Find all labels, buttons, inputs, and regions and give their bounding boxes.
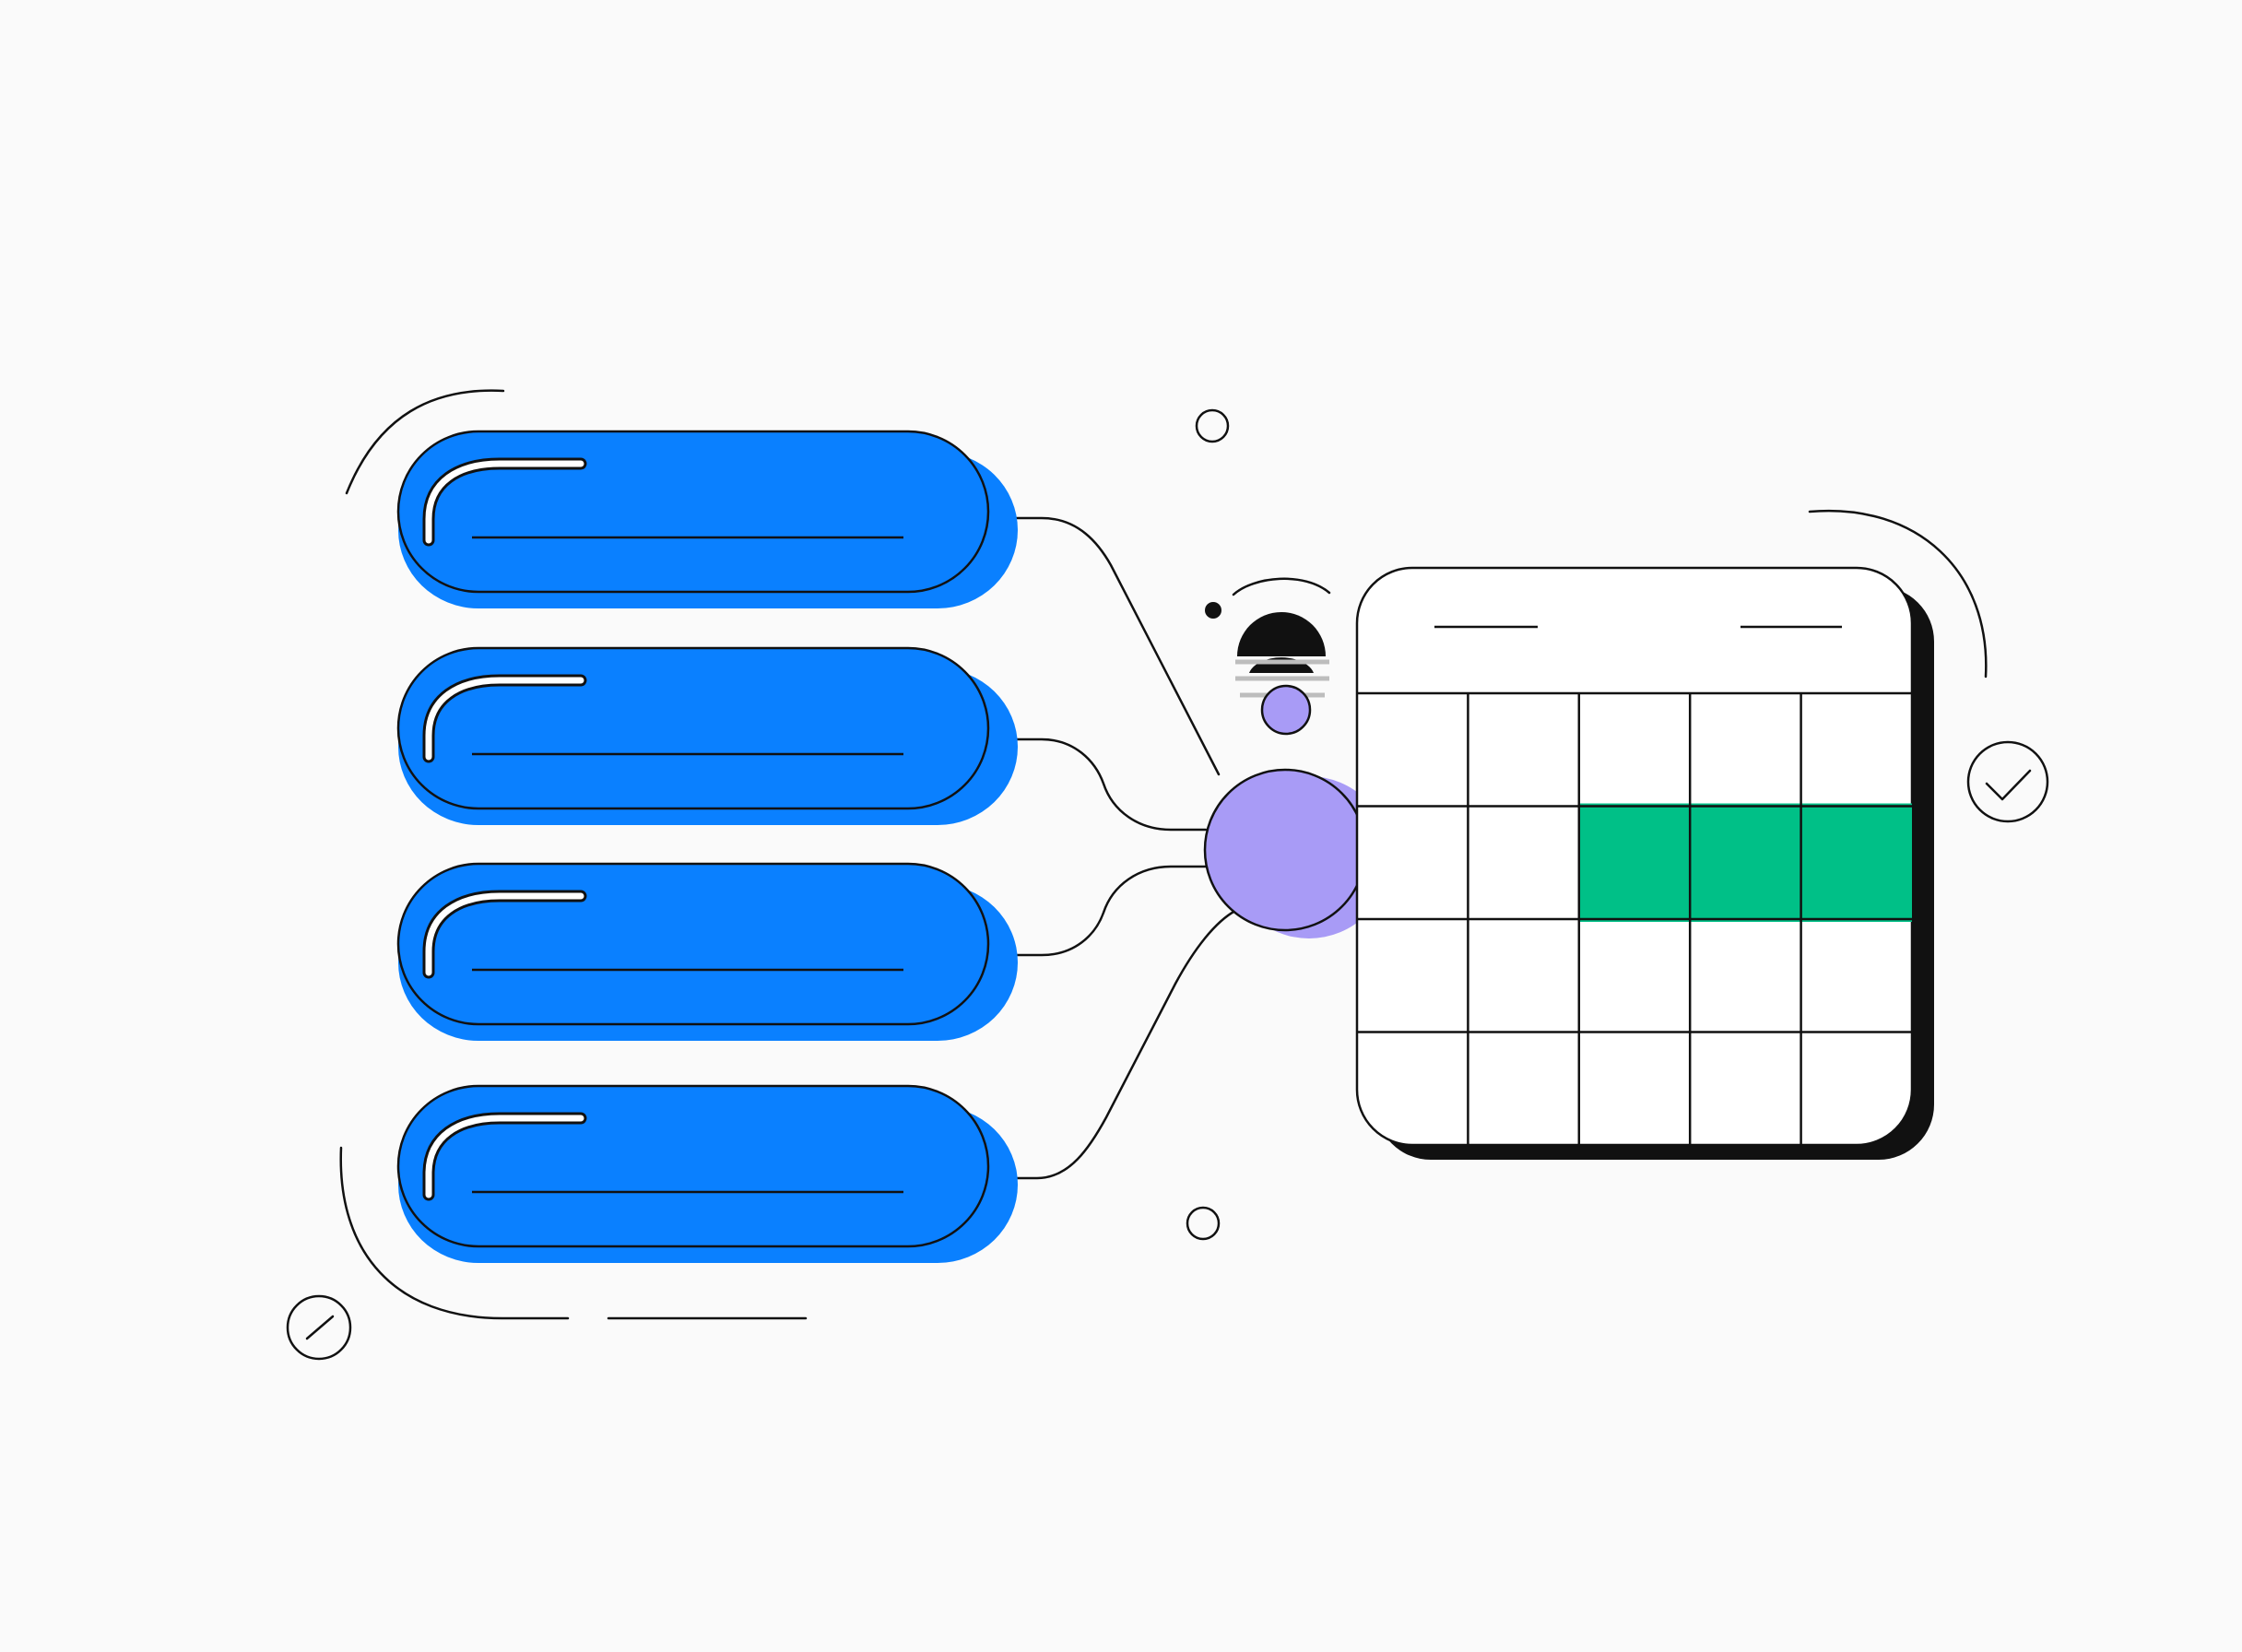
ring-bottom [1186, 1206, 1221, 1241]
connector-1 [986, 516, 1221, 776]
grid-cell-highlight [1578, 803, 1691, 922]
connector-3 [986, 865, 1208, 957]
source-list [396, 430, 1018, 1263]
source-pill-body [396, 430, 990, 594]
source-pill-2 [396, 646, 1018, 825]
source-pill-1 [396, 430, 1018, 608]
connector-lines [986, 516, 1237, 1180]
source-pill-body [396, 1084, 990, 1248]
source-pill-3 [396, 862, 1018, 1041]
grid-cell-highlight [1800, 803, 1912, 922]
arc-bottom-left [339, 1146, 570, 1320]
hub-circle [1203, 768, 1367, 932]
source-pill-highlight-inner [425, 1115, 584, 1198]
source-pill-body [396, 862, 990, 1026]
avatar-head-top [1237, 612, 1326, 656]
source-pill-highlight-inner [425, 892, 584, 976]
connector-2 [986, 738, 1208, 832]
grid-cell-highlight [1690, 803, 1801, 922]
avatar-dot [1260, 684, 1312, 736]
merge-hub [1203, 768, 1390, 938]
user-avatar-icon [1235, 612, 1329, 736]
arc-small-top [1232, 577, 1331, 596]
check-circle-icon [1966, 740, 2049, 823]
source-pill-highlight-inner [425, 677, 584, 761]
arc-top-right [1808, 509, 1988, 678]
connector-4 [986, 909, 1237, 1180]
decorative-dots [1186, 408, 1230, 1241]
source-pill-4 [396, 1084, 1018, 1263]
decorative-arcs [339, 389, 1988, 1320]
ring-top [1195, 408, 1230, 443]
arc-top-left [345, 389, 505, 495]
source-pill-body [396, 646, 990, 810]
data-grid-card [1355, 566, 1934, 1160]
source-pill-highlight-inner [425, 460, 584, 544]
slash-circle-icon [286, 1294, 352, 1361]
dot-small [1205, 602, 1221, 619]
